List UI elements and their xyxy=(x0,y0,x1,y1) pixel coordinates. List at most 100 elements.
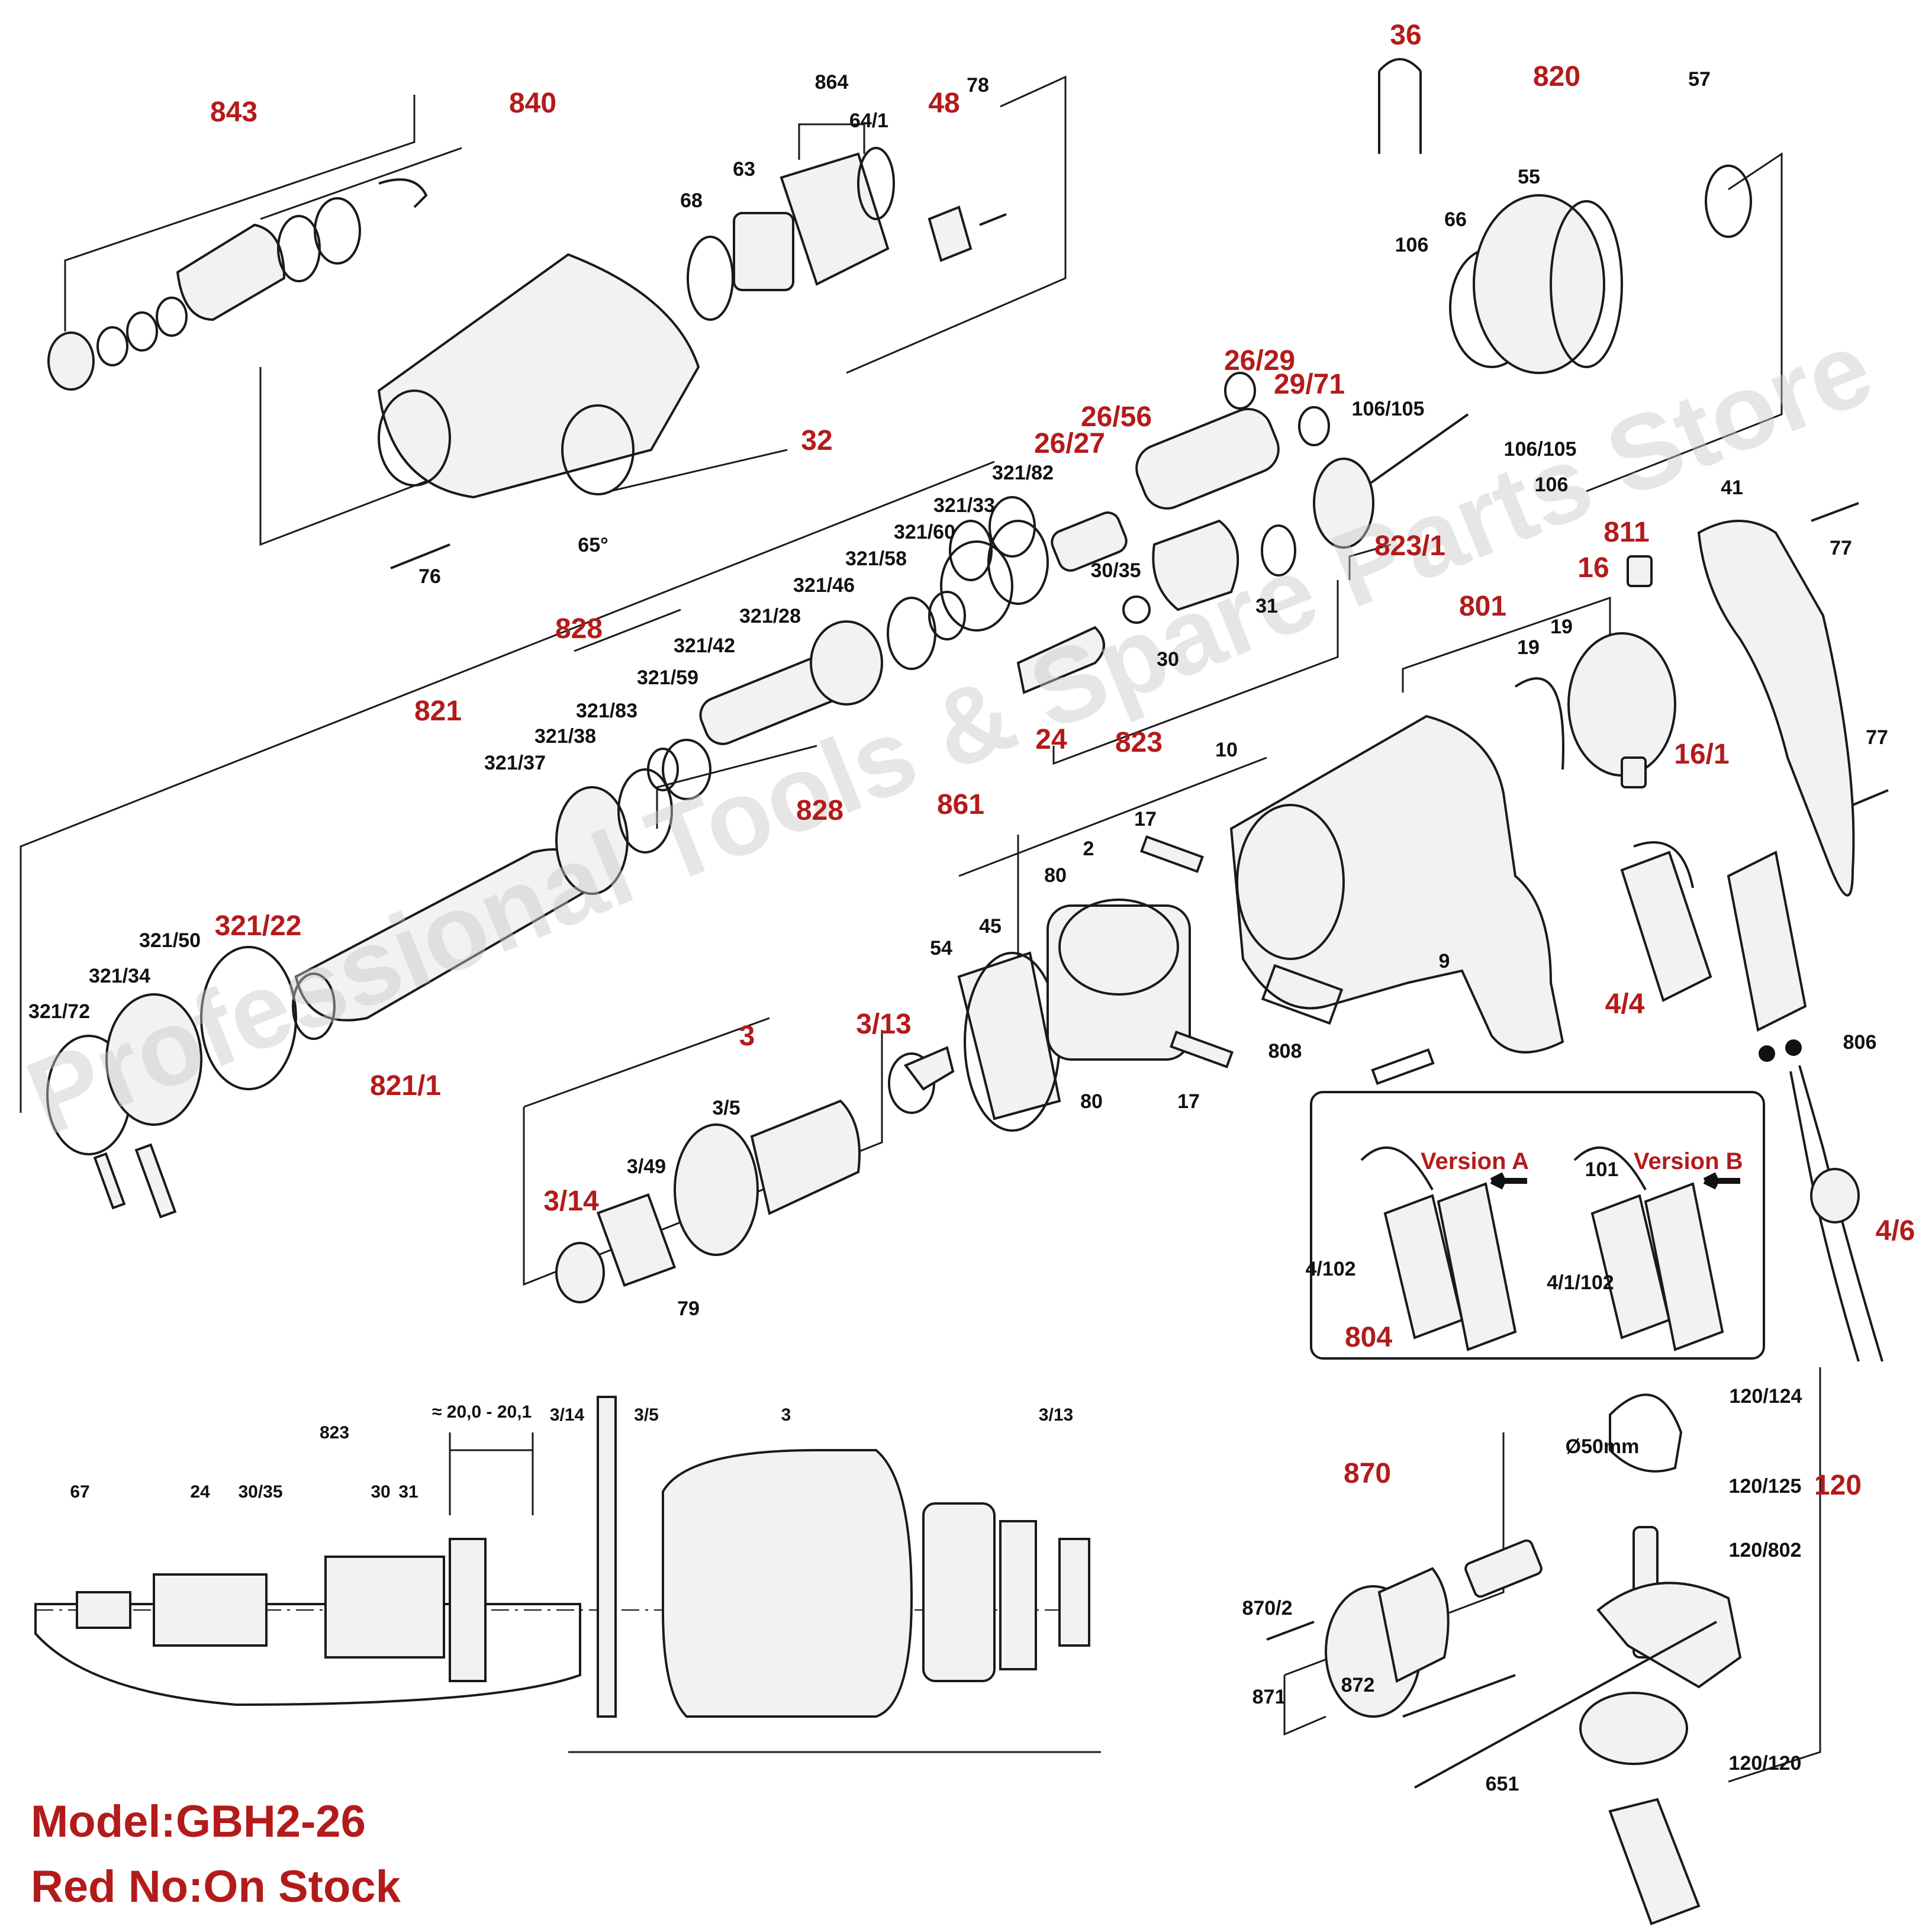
tool-holder-parts-864 xyxy=(687,147,1007,321)
red-callout-25: 16/1 xyxy=(1674,739,1729,770)
hammer-gear-parts xyxy=(46,946,297,1219)
section-label-5: 31 xyxy=(398,1482,418,1502)
inset-labels: Version A Version B xyxy=(1421,1148,1743,1174)
black-callout-58: 871 xyxy=(1252,1686,1286,1708)
black-callout-33: 41 xyxy=(1721,476,1743,499)
black-callout-2: 78 xyxy=(967,74,989,96)
model-label: Model:GBH2-26 xyxy=(31,1796,366,1847)
section-label-7: 3/5 xyxy=(634,1405,659,1425)
section-dimension: ≈ 20,0 - 20,1 xyxy=(432,1402,532,1422)
black-callout-37: 17 xyxy=(1134,808,1157,830)
red-callout-11: 811 xyxy=(1603,517,1649,548)
red-callout-20: 3/14 xyxy=(543,1186,599,1217)
red-callout-24: 828 xyxy=(796,795,843,826)
mains-cable-4-6 xyxy=(1759,1039,1883,1362)
black-callout-14: 321/82 xyxy=(992,462,1054,484)
motor-housing-and-handle xyxy=(1229,714,1564,1085)
drill-chuck-870 xyxy=(1266,1539,1543,1718)
section-label-3: 823 xyxy=(320,1423,349,1442)
black-callout-1: 64/1 xyxy=(849,110,888,132)
black-callout-38: 2 xyxy=(1083,838,1094,860)
black-callout-8: 106 xyxy=(1395,234,1429,256)
black-callout-21: 321/59 xyxy=(637,666,698,689)
red-callout-28: 804 xyxy=(1345,1322,1392,1353)
red-callout-19: 3/13 xyxy=(856,1009,911,1040)
black-callout-44: 80 xyxy=(1080,1090,1103,1113)
armature-3 xyxy=(555,1046,955,1303)
black-callout-24: 321/37 xyxy=(484,752,546,774)
red-callout-0: 843 xyxy=(210,96,257,128)
black-callout-22: 321/83 xyxy=(576,700,637,722)
red-callout-22: 823 xyxy=(1115,727,1163,758)
handle-half-41 xyxy=(1697,502,1889,897)
red-callout-29: 870 xyxy=(1344,1458,1391,1489)
black-callout-12: 76 xyxy=(418,565,441,588)
red-callout-3: 36 xyxy=(1390,20,1421,51)
red-callout-9: 26/27 xyxy=(1034,428,1105,459)
black-callout-11: 106 xyxy=(1535,474,1569,496)
red-callout-10: 823/1 xyxy=(1374,530,1445,562)
black-callout-4: 63 xyxy=(733,158,755,181)
black-callout-29: 31 xyxy=(1255,595,1278,617)
red-callout-8: 26/56 xyxy=(1081,401,1152,433)
stock-note: Red No:On Stock xyxy=(31,1862,401,1912)
red-callout-1: 840 xyxy=(509,88,556,119)
section-label-8: 3 xyxy=(781,1405,791,1425)
red-callout-21: 24 xyxy=(1035,724,1067,755)
black-callout-53: 120/124 xyxy=(1730,1385,1802,1408)
section-label-0: 67 xyxy=(70,1482,89,1502)
section-label-1: 24 xyxy=(190,1482,210,1502)
black-callout-17: 321/58 xyxy=(845,548,907,570)
impact-mechanism-parts xyxy=(949,372,1374,694)
black-callout-3: 68 xyxy=(680,189,703,212)
red-callout-5: 32 xyxy=(801,425,832,456)
group-brackets xyxy=(20,75,1821,1783)
black-callout-42: 9 xyxy=(1439,950,1450,973)
black-callout-47: 3/49 xyxy=(627,1155,666,1178)
red-callout-16: 321/22 xyxy=(215,910,302,942)
black-callout-10: 106/105 xyxy=(1504,438,1577,461)
brush-holder-parts xyxy=(1514,555,1676,788)
black-callout-26: 321/34 xyxy=(89,965,150,987)
black-callout-52: 4/1/102 xyxy=(1547,1271,1614,1294)
black-callout-41: 54 xyxy=(930,937,952,959)
black-callout-59: 872 xyxy=(1341,1674,1375,1696)
red-callout-4: 820 xyxy=(1533,61,1580,92)
red-callout-6: 26/29 xyxy=(1224,345,1295,376)
black-callout-48: 79 xyxy=(677,1297,700,1320)
red-callout-23: 861 xyxy=(937,789,984,820)
black-callout-46: 3/5 xyxy=(712,1097,740,1119)
black-callout-6: 55 xyxy=(1518,166,1540,188)
version-a-label: Version A xyxy=(1421,1148,1529,1174)
hammer-tube-parts-821 xyxy=(292,520,1049,1040)
black-callout-43: 808 xyxy=(1268,1040,1302,1062)
version-b-label: Version B xyxy=(1634,1148,1743,1174)
black-callout-61: 120/120 xyxy=(1729,1752,1802,1775)
black-callout-28: 30/35 xyxy=(1090,559,1141,582)
black-callout-25: 321/50 xyxy=(139,929,201,952)
black-callout-0: 864 xyxy=(815,71,849,94)
black-callout-23: 321/38 xyxy=(534,725,596,748)
black-callout-20: 321/42 xyxy=(674,635,735,657)
black-callout-5: 57 xyxy=(1688,68,1711,91)
black-callout-9: 106/105 xyxy=(1352,398,1425,420)
black-callout-30: 30 xyxy=(1157,648,1179,671)
black-callout-34: 77 xyxy=(1830,537,1852,559)
switch-4-4 xyxy=(1620,841,1807,1032)
black-callout-31: 19 xyxy=(1517,636,1540,659)
black-callout-39: 80 xyxy=(1044,864,1067,887)
black-callout-40: 45 xyxy=(979,915,1002,938)
black-callout-49: 806 xyxy=(1843,1031,1877,1054)
black-callout-57: 870/2 xyxy=(1242,1597,1292,1619)
red-callout-17: 821/1 xyxy=(370,1070,441,1102)
black-callout-13: 65° xyxy=(578,534,608,556)
section-label-2: 30/35 xyxy=(238,1482,282,1502)
red-callout-30: 120 xyxy=(1814,1470,1862,1501)
gear-housing-840 xyxy=(377,253,700,569)
black-callout-51: 4/102 xyxy=(1305,1258,1355,1280)
red-callout-2: 48 xyxy=(928,88,959,119)
black-callout-32: 19 xyxy=(1550,616,1573,638)
black-callout-7: 66 xyxy=(1444,208,1467,231)
